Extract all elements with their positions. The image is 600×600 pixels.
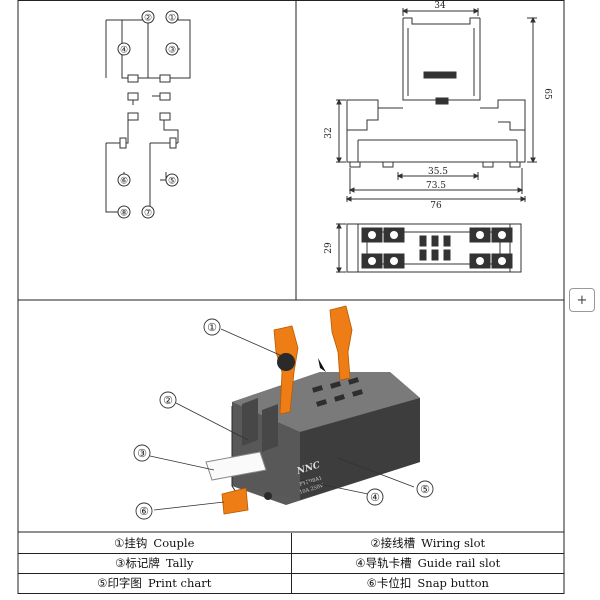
dim-top-width: 34 bbox=[434, 1, 446, 11]
dim-rail-width: 73.5 bbox=[426, 181, 446, 191]
legend-num: ③ bbox=[115, 556, 126, 570]
callout-print-chart: ④ bbox=[370, 491, 380, 504]
legend-en: Couple bbox=[153, 536, 195, 550]
legend-num: ⑤ bbox=[97, 576, 108, 590]
legend-row: ⑤ 印字图 Print chart ⑥ 卡位扣 Snap button bbox=[18, 573, 564, 593]
terminal-1: ① bbox=[168, 14, 176, 24]
tally-card bbox=[205, 451, 267, 481]
dim-base-depth: 29 bbox=[324, 242, 334, 254]
legend-row: ③ 标记牌 Tally ④ 导轨卡槽 Guide rail slot bbox=[18, 553, 564, 574]
product-illustration: NNC PYF08A1 10A 250V bbox=[133, 305, 434, 520]
legend-item-wiring-slot: ② 接线槽 Wiring slot bbox=[292, 533, 565, 553]
legend-item-print-chart: ⑤ 印字图 Print chart bbox=[18, 573, 292, 593]
wiring-diagram: ② ① ④ ③ ⑥ ⑤ ⑧ ⑦ bbox=[105, 10, 191, 219]
legend-item-guide-rail-slot: ④ 导轨卡槽 Guide rail slot bbox=[292, 553, 565, 573]
legend-num: ⑥ bbox=[366, 576, 377, 590]
frame bbox=[17, 0, 565, 594]
legend-en: Snap button bbox=[417, 576, 489, 590]
legend-en: Tally bbox=[165, 556, 194, 570]
dim-inner-width: 35.5 bbox=[428, 167, 448, 177]
legend-item-snap-button: ⑥ 卡位扣 Snap button bbox=[292, 573, 565, 593]
callout-couple: ① bbox=[207, 321, 217, 334]
legend-en: Wiring slot bbox=[421, 536, 486, 550]
callout-guide-rail-slot: ⑤ bbox=[420, 483, 430, 496]
callout-tally: ③ bbox=[137, 447, 147, 460]
legend-cn: 导轨卡槽 bbox=[365, 556, 412, 570]
terminal-5: ⑤ bbox=[168, 177, 176, 187]
callout-wiring-slot: ② bbox=[163, 394, 173, 407]
legend-item-couple: ① 挂钩 Couple bbox=[18, 533, 292, 553]
expand-button[interactable]: + bbox=[569, 288, 595, 312]
legend-en: Guide rail slot bbox=[417, 556, 501, 570]
dim-overall-width: 76 bbox=[430, 201, 442, 211]
terminal-3: ③ bbox=[168, 46, 176, 56]
terminal-2: ② bbox=[144, 14, 152, 24]
terminal-7: ⑦ bbox=[144, 209, 152, 219]
legend-cn: 标记牌 bbox=[125, 556, 160, 570]
legend-item-tally: ③ 标记牌 Tally bbox=[18, 553, 292, 573]
dimension-labels: 34 65 32 35.5 73.5 76 29 bbox=[324, 1, 552, 254]
terminal-6: ⑥ bbox=[120, 177, 128, 187]
legend-cn: 卡位扣 bbox=[376, 576, 412, 590]
dim-base-height: 32 bbox=[324, 127, 334, 138]
legend-cn: 挂钩 bbox=[124, 536, 148, 550]
callout-snap-button: ⑥ bbox=[139, 505, 149, 518]
dimension-drawing bbox=[336, 8, 537, 274]
legend-cn: 接线槽 bbox=[380, 536, 416, 550]
legend-num: ① bbox=[114, 536, 125, 550]
legend-row: ① 挂钩 Couple ② 接线槽 Wiring slot bbox=[18, 533, 564, 554]
legend-num: ④ bbox=[355, 556, 366, 570]
legend-num: ② bbox=[370, 536, 381, 550]
terminal-8: ⑧ bbox=[120, 209, 128, 219]
legend-en: Print chart bbox=[147, 576, 212, 590]
dim-height: 65 bbox=[542, 88, 552, 100]
terminal-4: ④ bbox=[120, 46, 128, 56]
legend-cn: 印字图 bbox=[107, 576, 142, 590]
